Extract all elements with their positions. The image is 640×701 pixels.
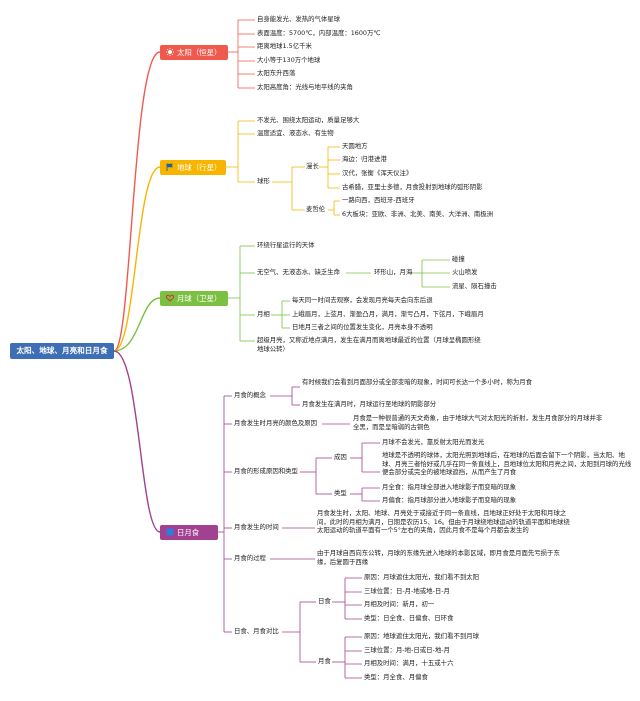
solar-eclipse-item: 原因：月球遮住太阳光，我们看不到太阳 [364, 573, 480, 581]
eclipse-cause-item: 地球是不透明的球体，太阳光照到地球后，在地球的后面会留下一个阴影，当太阳、地球、… [382, 451, 632, 477]
moon-phases-label: 月相 [257, 310, 270, 318]
root-node: 太阳、地球、月亮和日月食 [10, 343, 114, 359]
branch-eclipse-label: 日月食 [177, 528, 200, 537]
branch-sun-label: 太阳（恒星） [177, 48, 222, 57]
eclipse-color-label: 月食发生时月亮的颜色及原因 [234, 419, 318, 427]
earth-exploring-item: 汉代，张衡《浑天仪注》 [342, 169, 413, 177]
lunar-eclipse-item: 原因：地球遮住太阳光，我们看不到月球 [364, 632, 480, 640]
eclipse-process-label: 月食的过程 [234, 554, 266, 562]
earth-item: 不发光、围绕太阳运动，质量足够大 [257, 116, 360, 124]
sun-item: 太阳东升西落 [257, 69, 296, 77]
branch-earth-label: 地球（行星） [177, 163, 222, 172]
eclipse-concept-item: 有时候我们会看到月面部分或全部变暗的现象，时间可长达一个多小时，称为月食 [302, 378, 533, 386]
branch-sun: 太阳（恒星） [160, 45, 228, 60]
sun-icon [166, 48, 174, 56]
moon-phases-item: 日地月三者之间的位置发生变化，月亮本身不透明 [292, 323, 433, 331]
sun-item: 距离地球1.5亿千米 [257, 42, 312, 50]
branch-moon: 月球（卫星） [160, 291, 228, 306]
connector-root-moon [113, 297, 161, 352]
sun-item: 表面温度：5700℃，内部温度：1600万℃ [257, 29, 381, 37]
eclipse-types-label: 类型 [334, 489, 347, 497]
eclipse-cause-label: 成因 [334, 453, 347, 461]
lunar-eclipse-item: 类型：月全食、月偏食 [364, 673, 428, 681]
moon-life-item: 流星、陨石撞击 [452, 282, 497, 290]
connector-root-eclipse [113, 350, 161, 533]
eclipse-time-text: 月食发生时，太阳、地球、月亮处于或接近于同一条直线，且地球正好处于太阳和月球之间… [317, 509, 570, 535]
eclipse-time-label: 月食发生的时间 [234, 523, 279, 531]
moon-phases-item: 每天同一时间去观察，会发现月亮每天会向东后退 [292, 296, 433, 304]
eclipse-concept-label: 月食的概念 [234, 391, 266, 399]
moon-life-item: 火山喷发 [452, 268, 478, 276]
eclipse-process-text: 由于月球自西向东公转，月球的东缘先进入地球的本影区域，即月食是月面先亏损于东缘，… [317, 549, 560, 566]
sun-item: 自身能发光、发热的气体星球 [257, 15, 341, 23]
moon-life-item: 碰撞 [452, 255, 465, 263]
branch-eclipse: 日月食 [160, 525, 218, 540]
earth-connectors [226, 120, 340, 216]
earth-shape-label: 球形 [257, 177, 270, 185]
moon-satellite: 环绕行星运行的天体 [257, 241, 315, 249]
earth-item: 温度适宜、液态水、有生物 [257, 129, 334, 137]
solar-eclipse-label: 日食 [318, 597, 331, 605]
solar-eclipse-item: 月相及时间：新月，初一 [364, 600, 435, 608]
moon-supermoon: 超级月亮，又称近地点满月，发生在满月而离地球最近的位置（月球呈椭圆形绕地球公转） [257, 336, 481, 353]
moon-life-label: 无空气、无液态水、缺乏生命 [257, 268, 341, 276]
branch-moon-label: 月球（卫星） [177, 294, 222, 303]
earth-magellan-label: 麦哲伦 [306, 205, 326, 213]
connector-root-sun [113, 51, 161, 352]
earth-exploring-item: 古希腊，亚里士多德，月食投射到地球的弧形阴影 [342, 183, 483, 191]
earth-magellan-item: 一路向西，西班牙-西班牙 [342, 196, 415, 204]
earth-exploring-label: 漫长 [306, 162, 319, 170]
heart-icon [166, 294, 174, 302]
eclipse-color-text: 月食是一种很普通的天文奇象，由于地球大气对太阳光的折射，发生月食部分的月球并非全… [353, 414, 603, 431]
branch-earth: 地球（行星） [160, 160, 226, 175]
eclipse-types-item: 月全食：指月球全部进入地球影子而变暗的现象 [382, 483, 517, 491]
eclipse-cause-item: 月球不会发光，靠反射太阳光而发光 [382, 438, 485, 446]
square-icon [166, 528, 174, 536]
sun-item: 太阳高度角：光线与地平线的夹角 [257, 83, 353, 91]
eclipse-connectors [218, 386, 380, 679]
eclipse-concept-item: 月食发生在满月时，月球运行至地球的阴影部分 [302, 400, 437, 408]
eclipse-formation-label: 月食的形成原因和类型 [234, 467, 298, 475]
sun-item: 大小等于130万个地球 [257, 56, 321, 64]
eclipse-compare-label: 日食、月食对比 [234, 627, 279, 635]
lunar-eclipse-item: 月相及时间：满月，十五或十六 [364, 659, 454, 667]
moon-surface: 环形山，月海 [374, 268, 413, 276]
earth-exploring-item: 天圆地方 [342, 142, 368, 150]
eclipse-types-item: 月偏食：指月球部分进入地球影子而变暗的现象 [382, 496, 517, 504]
lunar-eclipse-item: 三球位置：月-地-日或日-地-月 [364, 646, 450, 654]
flag-icon [166, 163, 173, 171]
moon-connectors [228, 245, 450, 342]
earth-exploring-item: 海边：归港进港 [342, 155, 387, 163]
moon-phases-item: 上峨眉月，上弦月、渐盈凸月，满月，渐亏凸月，下弦月，下峨眉月 [292, 310, 484, 318]
solar-eclipse-item: 三球位置：日-月-地或地-日-月 [364, 587, 450, 595]
lunar-eclipse-label: 月食 [318, 657, 331, 665]
sun-connectors [228, 19, 255, 89]
earth-magellan-item: 6大板块：亚欧、非洲、北美、南美、大洋洲、南极洲 [342, 210, 494, 218]
connector-root-earth [113, 166, 161, 352]
solar-eclipse-item: 类型：日全食、日偏食、日环食 [364, 614, 454, 622]
